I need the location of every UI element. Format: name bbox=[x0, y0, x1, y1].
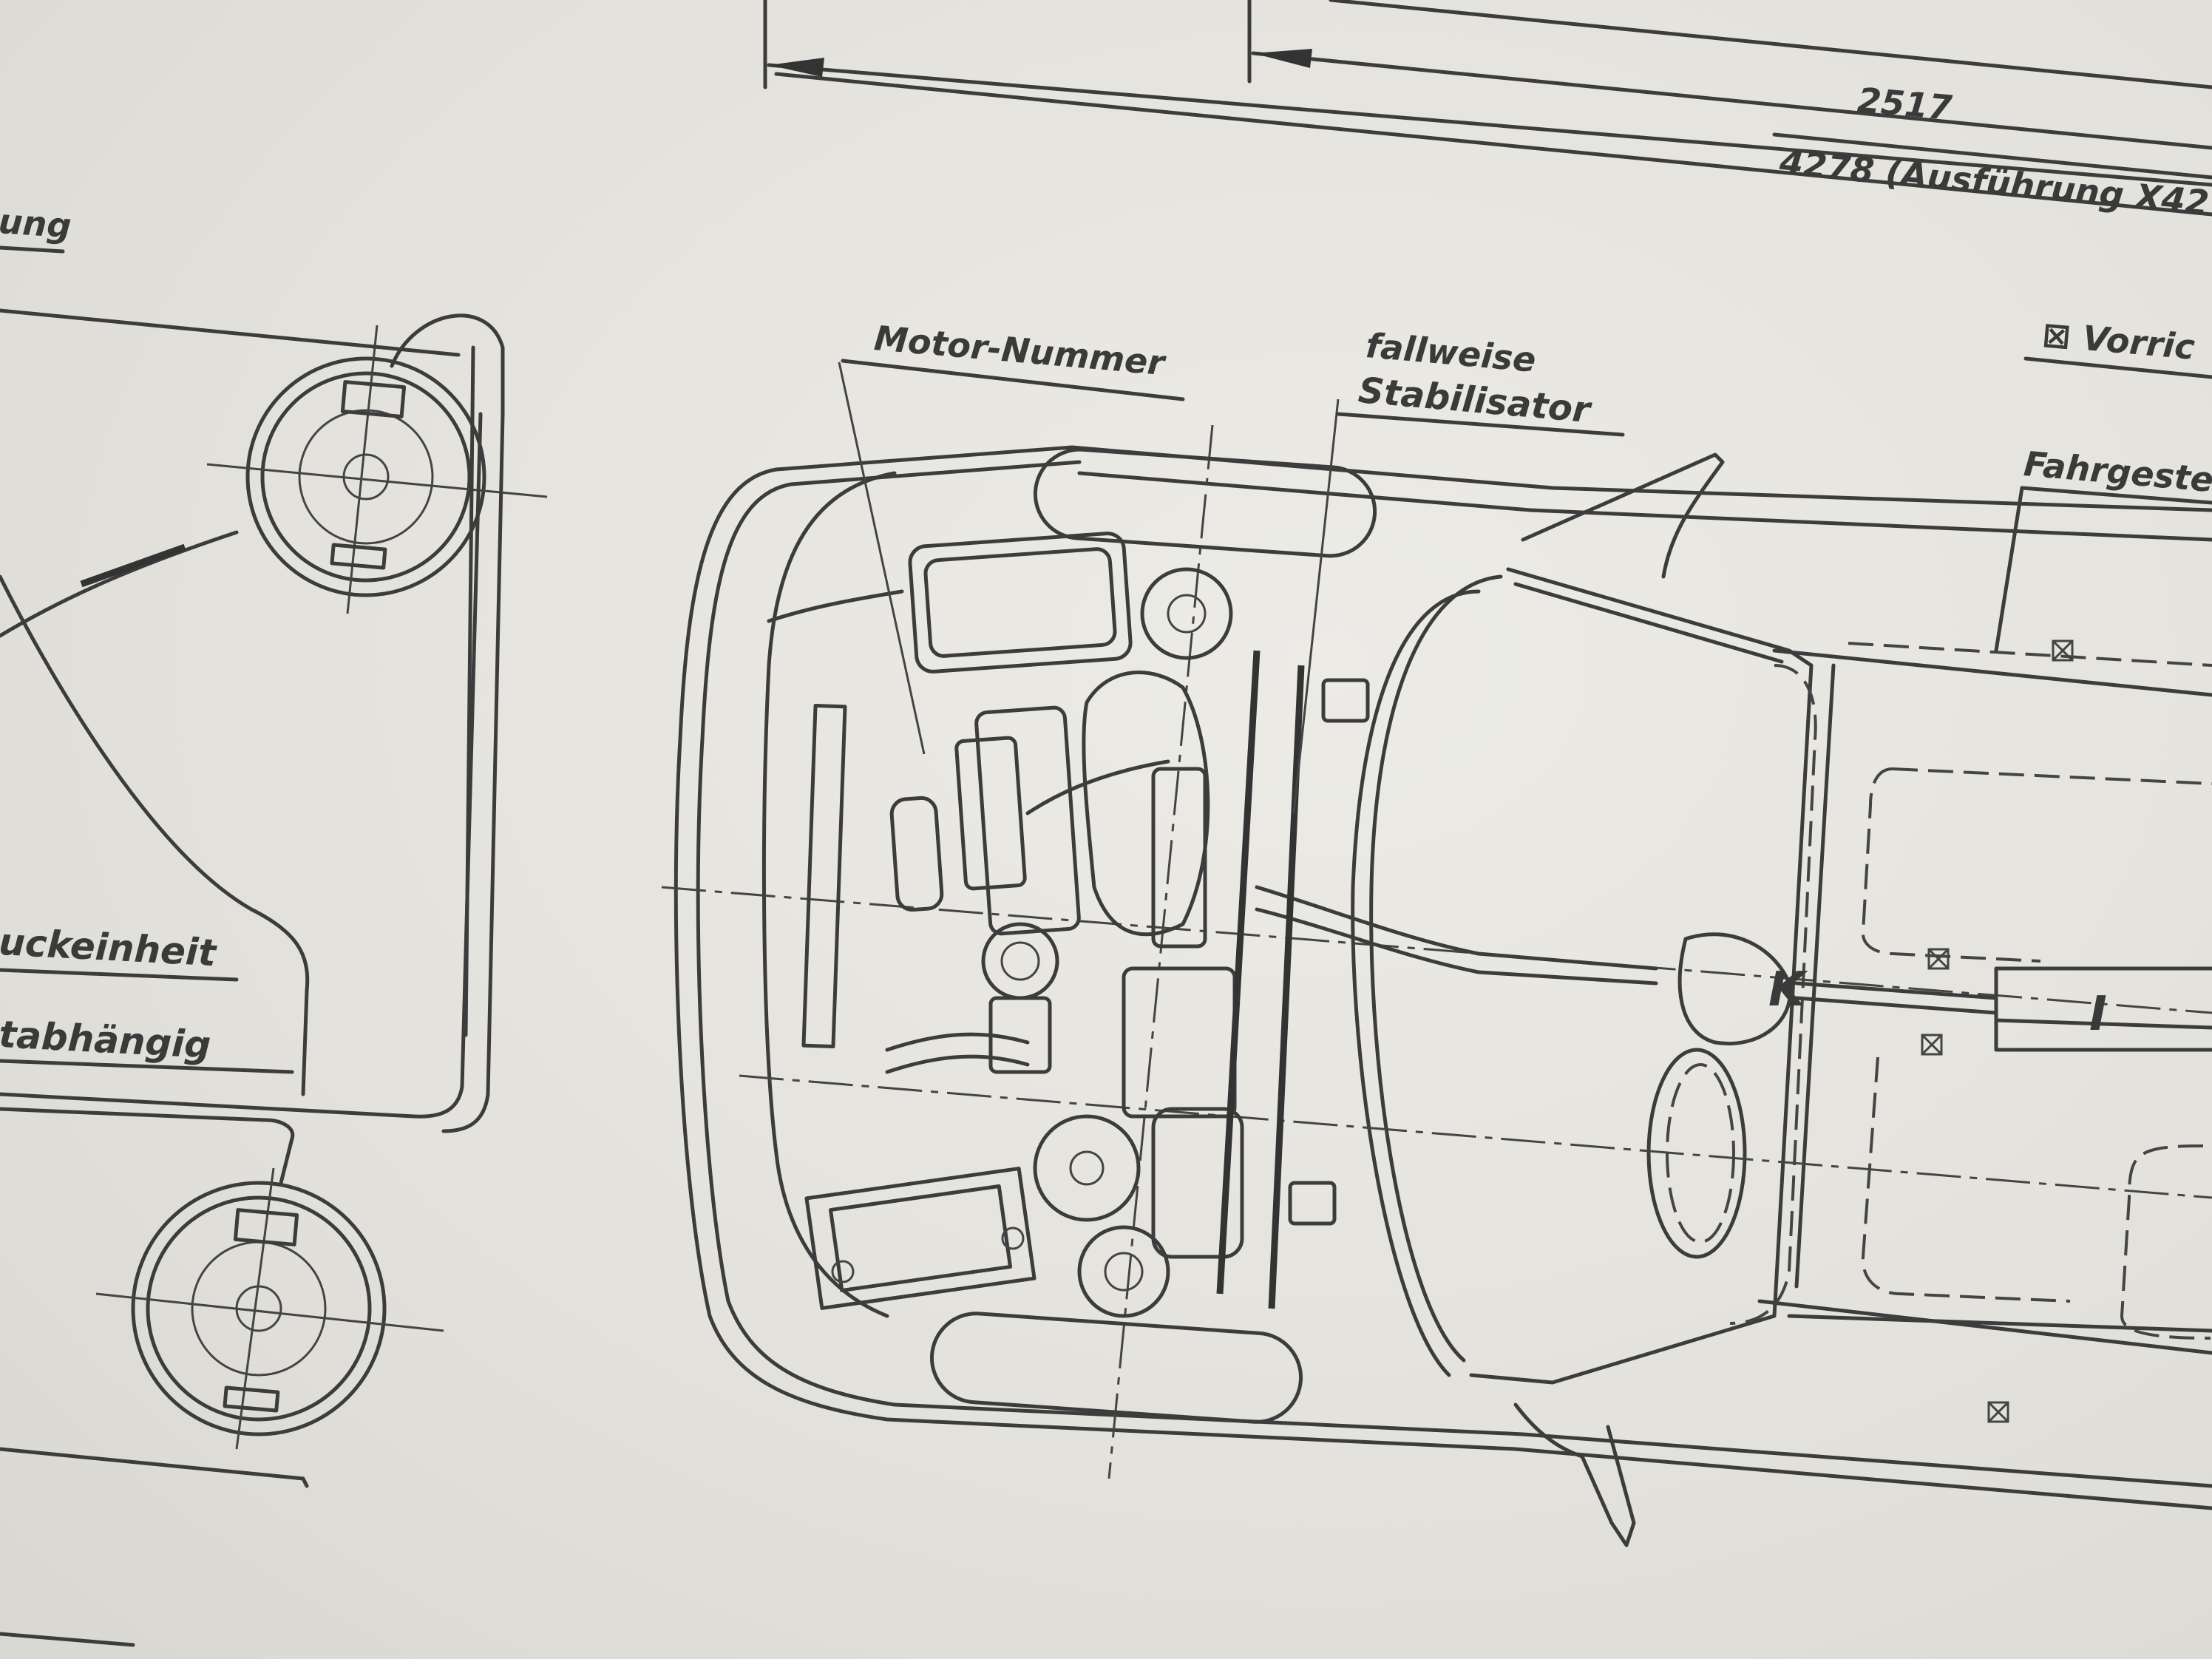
engine-assembly bbox=[767, 362, 1377, 1424]
dimension-label-2517: 2517 bbox=[1856, 80, 1954, 128]
label-leaders bbox=[0, 245, 2212, 1074]
rear-brake-diagram bbox=[0, 308, 548, 1647]
interior-dashed-outlines bbox=[1646, 642, 2212, 1340]
vin-markers bbox=[1921, 639, 2074, 1423]
label-ung: ung bbox=[0, 201, 73, 246]
marker-k: K bbox=[1768, 963, 1805, 1017]
dimension-lines bbox=[763, 0, 2212, 217]
marker-i: I bbox=[2089, 987, 2107, 1042]
